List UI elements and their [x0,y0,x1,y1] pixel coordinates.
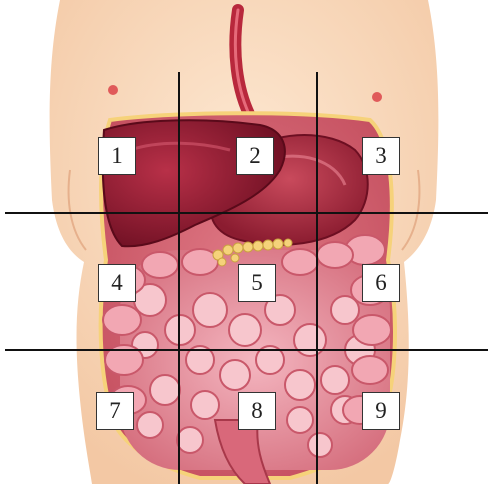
region-6-label: 6 [362,264,400,302]
region-7-label: 7 [96,392,134,430]
region-9-label: 9 [362,392,400,430]
region-8-label: 8 [238,392,276,430]
region-5-label: 5 [238,264,276,302]
region-1-label: 1 [98,137,136,175]
region-3-label: 3 [362,137,400,175]
left-nipple [108,85,118,95]
right-nipple [372,92,382,102]
region-2-label: 2 [236,137,274,175]
region-4-label: 4 [98,264,136,302]
